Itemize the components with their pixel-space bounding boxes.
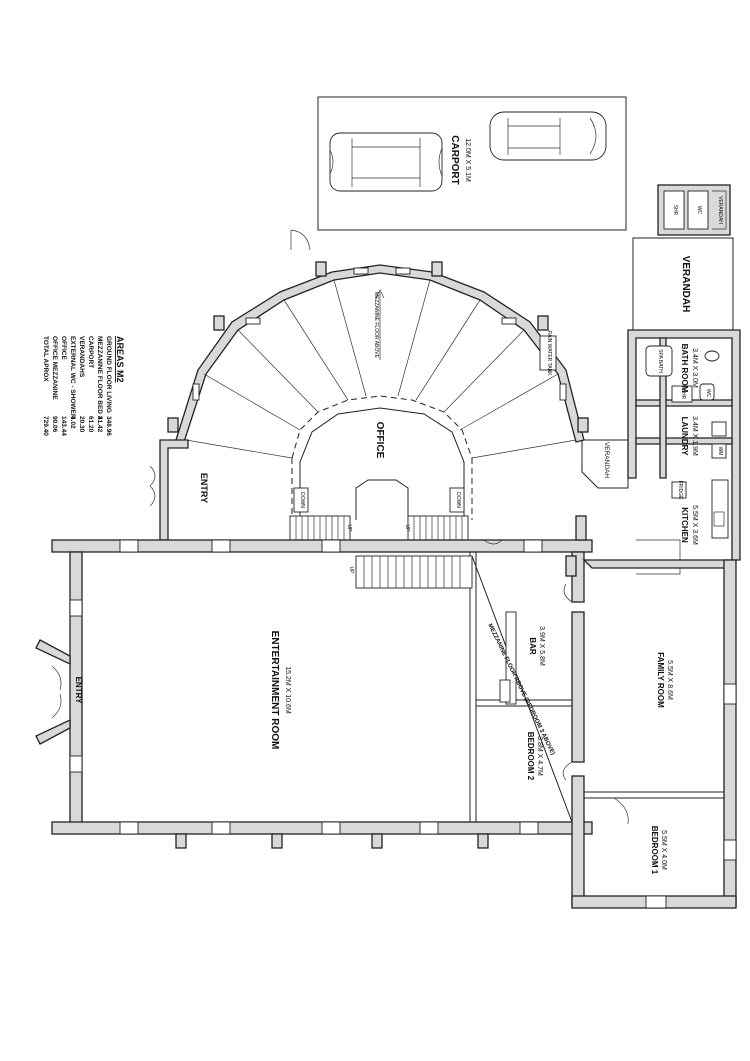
areas-row-value: 61.20 bbox=[87, 416, 94, 433]
carport-gate-icon bbox=[290, 229, 311, 251]
laundry-label: LAUNDRY bbox=[680, 417, 689, 456]
mezzanine-joists bbox=[185, 279, 577, 459]
areas-row-value: 143.44 bbox=[60, 416, 67, 436]
verandah-top-label: VERANDAH bbox=[680, 256, 691, 313]
entry-top-label: ENTRY bbox=[199, 473, 209, 503]
mezzanine-diagonal bbox=[471, 555, 573, 823]
fridge-label: FRIDGE bbox=[677, 481, 683, 501]
carport-outline bbox=[317, 96, 627, 231]
door-north-icon bbox=[483, 539, 503, 545]
bedroom1-label: BEDROOM 1 bbox=[650, 826, 659, 875]
main-walls bbox=[51, 515, 737, 909]
carport-dims: 12.0M X 5.1M bbox=[464, 138, 471, 182]
areas-row-value: 20.30 bbox=[78, 416, 85, 433]
office-stairs-right: DOWN UP bbox=[404, 487, 469, 541]
door-bedroom1-icon bbox=[613, 797, 629, 825]
verandah-mid: VERANDAH bbox=[581, 439, 629, 489]
areas-row: MEZZANINE FLOOR BED 3 41.42 bbox=[96, 336, 103, 433]
bar-counter-icon bbox=[505, 611, 517, 705]
bathroom-dims: 3.4M X 3.0M bbox=[691, 348, 698, 388]
areas-row: TOTAL APROX 729.40 bbox=[42, 336, 49, 436]
areas-row-label: OFFICE bbox=[60, 336, 67, 360]
entertainment-dims: 15.2M X 10.6M bbox=[284, 666, 291, 714]
mezzanine-above-label: MEZZANINE FLOOR ABOVE bbox=[373, 292, 379, 359]
up-label-left: UP bbox=[346, 525, 352, 533]
areas-row-value: 348.96 bbox=[105, 416, 112, 436]
car-right-icon bbox=[489, 111, 607, 161]
areas-row: GROUND FLOOR LIVING 348.96 bbox=[105, 336, 112, 436]
entry-left: ENTRY bbox=[35, 639, 83, 745]
areas-title: AREAS M2 bbox=[115, 336, 125, 383]
rainwater-tank-label: RAIN WATER TANK bbox=[546, 330, 552, 376]
rainwater-tank-icon bbox=[539, 335, 557, 371]
kitchen-island-icon bbox=[636, 539, 681, 575]
kitchen-bench-icon bbox=[711, 479, 729, 539]
areas-row-label: OFFICE MEZZANINE bbox=[51, 336, 58, 400]
entry-top-door-icon bbox=[149, 465, 156, 507]
external-wc-block: SHR WC VERANDAH bbox=[657, 184, 731, 236]
down-label-right: DOWN bbox=[455, 492, 461, 508]
main-stair-up-label: UP bbox=[348, 567, 354, 575]
down-label-left: DOWN bbox=[299, 492, 305, 508]
areas-row: OFFICE 143.44 bbox=[60, 336, 67, 436]
spa-bath-label: SPA BATH bbox=[657, 349, 663, 373]
carport-area: CARPORT 12.0M X 5.1M bbox=[290, 96, 627, 251]
entertainment-label: ENTERTAINMENT ROOM bbox=[269, 631, 280, 750]
areas-row: OFFICE MEZZANINE 90.06 bbox=[51, 336, 58, 433]
areas-row-value: 729.40 bbox=[42, 416, 49, 436]
family-label: FAMILY ROOM bbox=[656, 652, 665, 708]
areas-row: EXTERNAL WC - SHOWER 4.02 bbox=[69, 336, 76, 429]
areas-row-value: 90.06 bbox=[51, 416, 58, 433]
wm-label: WM bbox=[717, 447, 723, 456]
areas-row-label: TOTAL APROX bbox=[42, 336, 49, 382]
areas-table: AREAS M2 GROUND FLOOR LIVING 348.96 MEZZ… bbox=[42, 336, 125, 436]
ext-wc-label: WC bbox=[696, 206, 702, 215]
areas-row-value: 4.02 bbox=[69, 416, 76, 429]
bathroom-label: BATH ROOM bbox=[680, 344, 689, 393]
areas-row: VERANDAHS 20.30 bbox=[78, 336, 85, 433]
washing-machine-icon bbox=[711, 443, 727, 459]
entry-left-door-icon bbox=[51, 665, 62, 719]
laundry-dims: 3.4M X 1.9M bbox=[691, 416, 698, 456]
verandah-small-label: VERANDAH bbox=[717, 196, 723, 224]
entry-left-label: ENTRY bbox=[74, 677, 83, 704]
office-walls bbox=[299, 407, 465, 520]
bedroom2-dims: 3.8M X 4.7M bbox=[536, 736, 543, 776]
toilet-icon bbox=[699, 383, 715, 401]
main-staircase: UP bbox=[348, 555, 473, 589]
ext-shr-label: SHR bbox=[672, 205, 678, 216]
areas-row-label: MEZZANINE FLOOR BED 3 bbox=[96, 336, 103, 420]
bedroom1-dims: 5.5M X 4.0M bbox=[660, 830, 667, 870]
office-rotunda: OFFICE MEZZANINE FLOOR ABOVE RAIN WATER … bbox=[167, 261, 589, 541]
carport-label: CARPORT bbox=[449, 135, 460, 184]
shr-label: SHR bbox=[680, 389, 686, 400]
mezzanine-edge bbox=[291, 395, 473, 459]
bar-label: BAR bbox=[528, 637, 537, 655]
basin-icon bbox=[704, 350, 720, 362]
wc-label: WC bbox=[705, 389, 711, 398]
fridge-icon bbox=[671, 481, 687, 499]
areas-row-label: GROUND FLOOR LIVING bbox=[105, 336, 112, 413]
kitchen-label: KITCHEN bbox=[680, 507, 689, 543]
door-bar-icon bbox=[563, 583, 573, 603]
areas-row: CARPORT 61.20 bbox=[87, 336, 94, 433]
car-left-icon bbox=[329, 132, 443, 192]
spa-bath-icon bbox=[645, 345, 673, 377]
bedroom2-label: BEDROOM 2 bbox=[526, 732, 535, 781]
family-dims: 5.5M X 8.6M bbox=[666, 660, 673, 700]
kitchen-dims: 5.5M X 3.6M bbox=[691, 505, 698, 545]
bar-dims: 3.9M X 5.8M bbox=[538, 626, 545, 666]
door-bedroom2-icon bbox=[562, 761, 573, 781]
office-label: OFFICE bbox=[374, 422, 385, 459]
areas-row-value: 41.42 bbox=[96, 416, 103, 433]
shower-icon bbox=[671, 385, 693, 403]
areas-row-label: VERANDAHS bbox=[78, 336, 85, 378]
right-wing: SPA BATH SHR WC BATH ROOM 3.4M X 3.0M WM… bbox=[627, 329, 741, 575]
up-label-right: UP bbox=[404, 525, 410, 533]
areas-row-label: CARPORT bbox=[87, 336, 94, 368]
laundry-tub-icon bbox=[711, 421, 727, 437]
areas-row-label: EXTERNAL WC - SHOWER bbox=[69, 336, 76, 419]
verandah-mid-label: VERANDAH bbox=[603, 442, 610, 478]
